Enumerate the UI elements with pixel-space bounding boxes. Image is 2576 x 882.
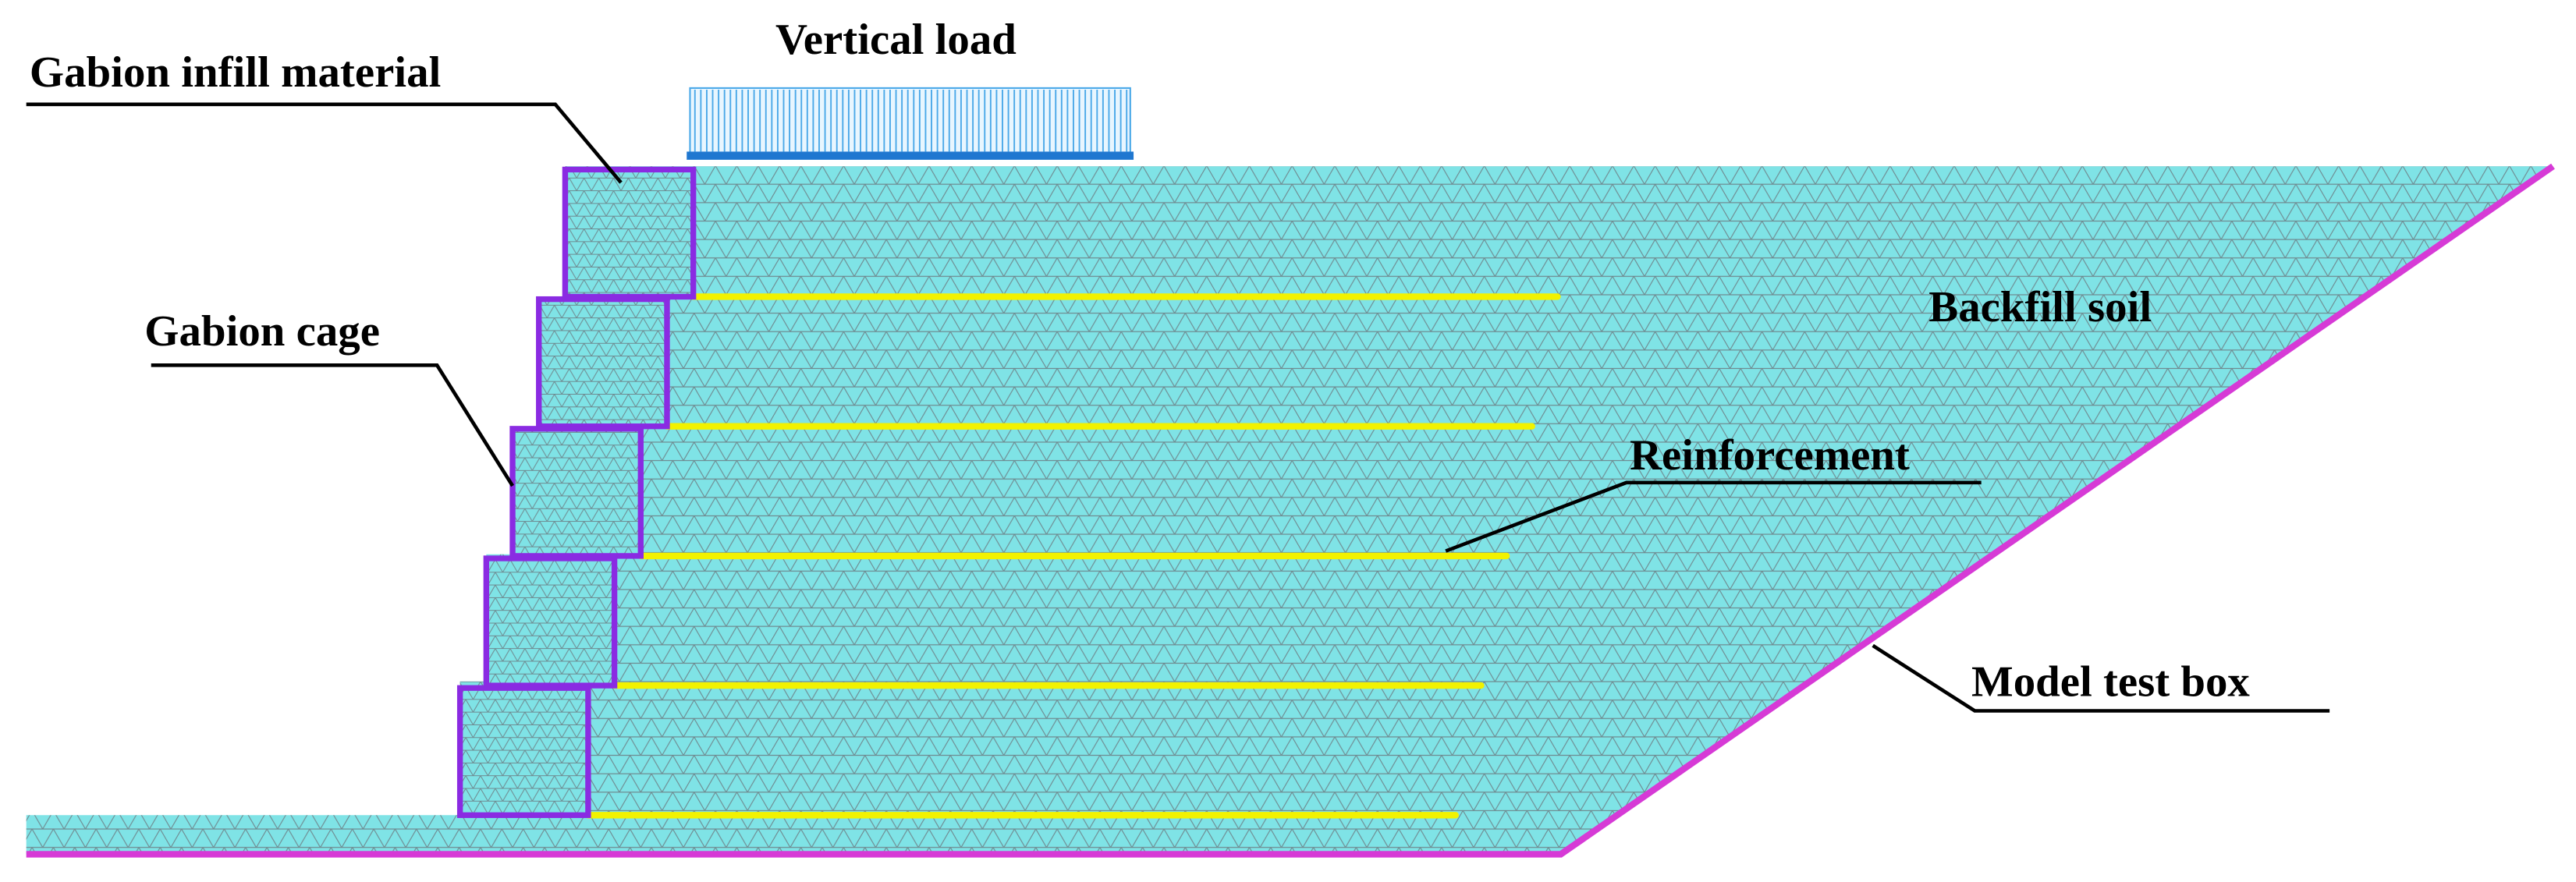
gabion-unit	[483, 555, 618, 689]
gabion-unit	[509, 426, 644, 559]
vertical-load	[687, 87, 1134, 160]
model-test-box-boundary	[26, 163, 2555, 858]
vertical-load-base-plate	[687, 151, 1134, 160]
leader-line-reinforcement	[1445, 480, 1982, 553]
leader-line-gabion-cage	[151, 363, 514, 487]
gabion-infill-mesh	[459, 688, 588, 816]
gabion-infill-mesh	[513, 428, 641, 556]
gabion-cage-label: Gabion cage	[144, 307, 380, 356]
vertical-load-arrows	[694, 89, 1128, 152]
gabion-infill-material-label: Gabion infill material	[30, 48, 441, 97]
vertical-load-arrow-field	[689, 87, 1131, 154]
backfill-soil-mesh	[26, 166, 2553, 855]
vertical-load-label: Vertical load	[775, 16, 1017, 64]
gabion-cage	[456, 685, 591, 818]
reinforcement-layers	[584, 293, 1561, 819]
backfill-soil-label: Backfill soil	[1928, 283, 2152, 331]
leader-line-model-test-box	[1872, 643, 2330, 713]
gabion-units	[456, 166, 697, 818]
gabion-unit	[456, 685, 591, 818]
backfill-soil-region	[26, 166, 2553, 855]
gabion-unit	[562, 166, 697, 300]
reinforcement-label: Reinforcement	[1630, 431, 1910, 480]
gabion-infill-mesh	[486, 558, 615, 686]
gabion-infill-mesh	[565, 169, 694, 297]
leader-lines	[26, 102, 2330, 713]
gabion-infill-mesh	[538, 299, 667, 427]
gabion-unit	[536, 296, 670, 430]
leader-line-gabion-infill	[26, 102, 623, 184]
model-test-box-label: Model test box	[1971, 658, 2251, 707]
